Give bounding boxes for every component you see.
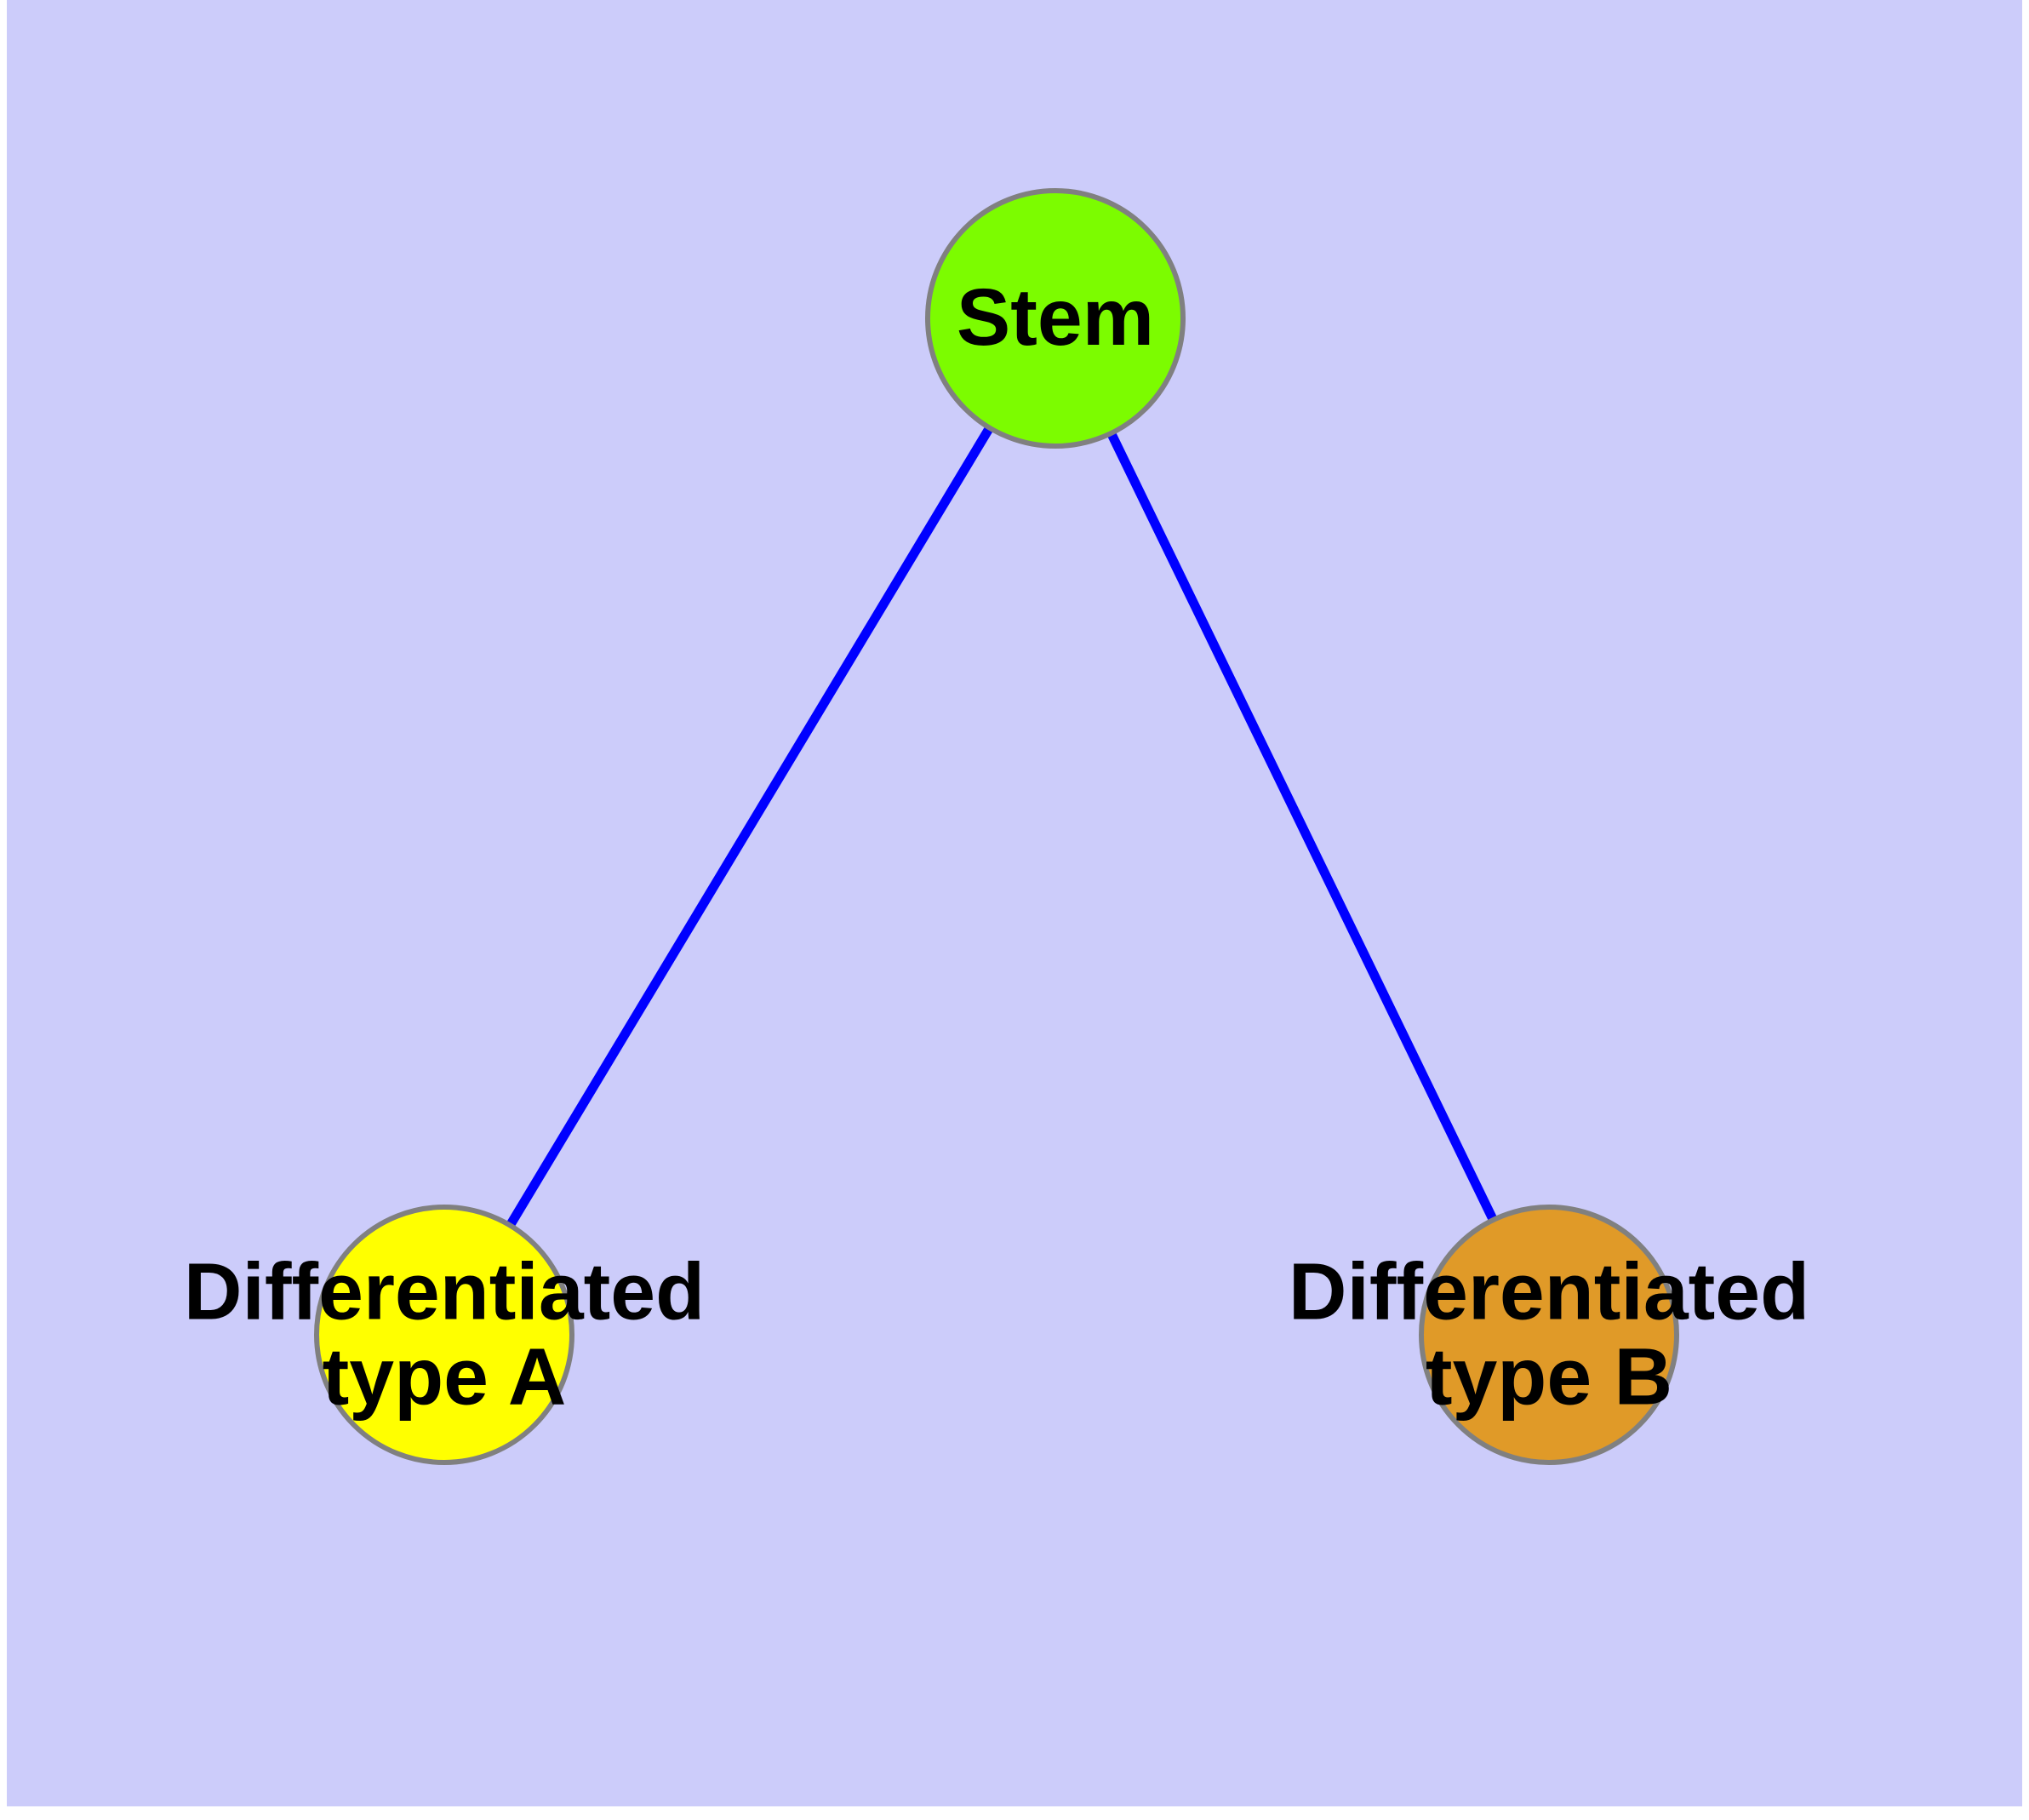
node-layer bbox=[314, 188, 1679, 1465]
graph-svg bbox=[314, 188, 1679, 1465]
node-differentiated-type-a[interactable] bbox=[314, 1205, 574, 1465]
node-differentiated-type-b[interactable] bbox=[1419, 1205, 1679, 1465]
node-stem[interactable] bbox=[925, 188, 1186, 449]
edge-layer bbox=[440, 316, 1553, 1337]
edge-stem-to-differentiated-type-a[interactable] bbox=[440, 316, 1060, 1337]
edge-stem-to-differentiated-type-b[interactable] bbox=[1051, 316, 1553, 1337]
